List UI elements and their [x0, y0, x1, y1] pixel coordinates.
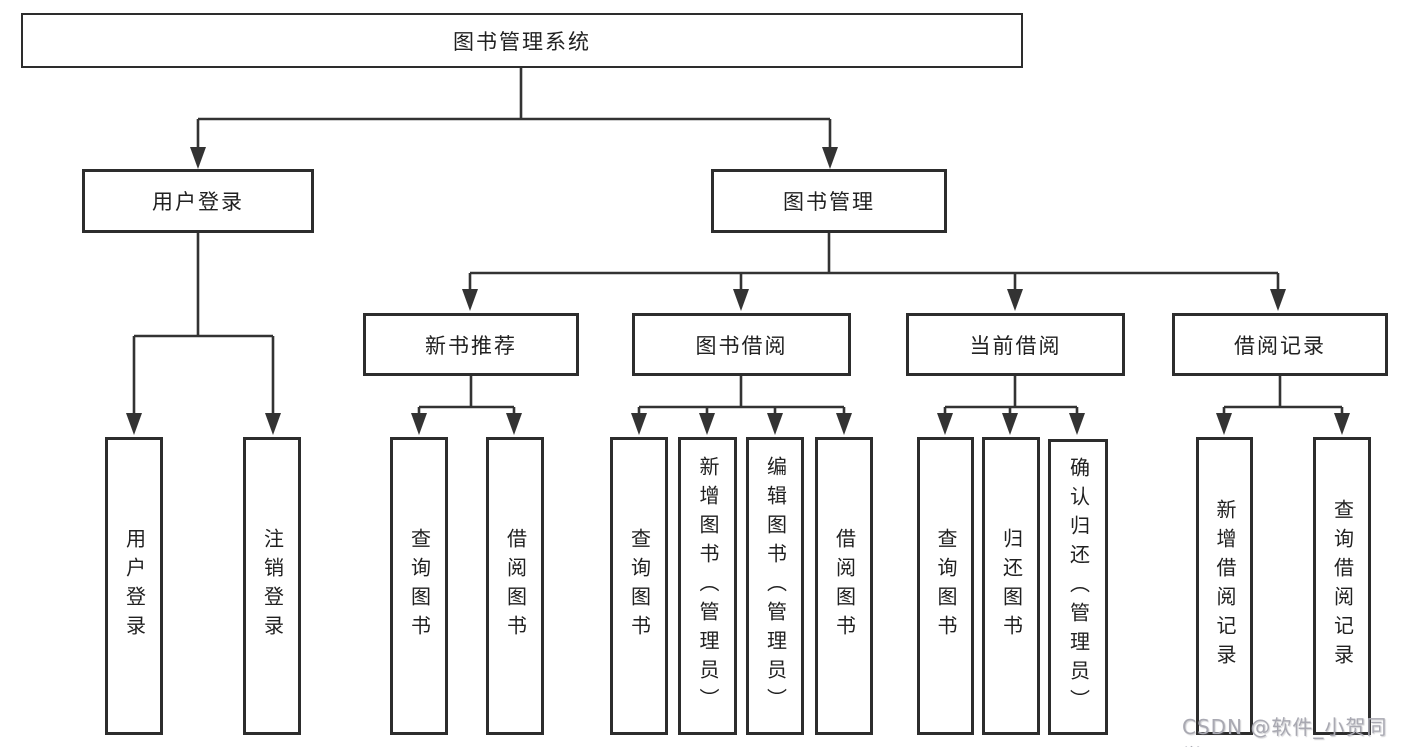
leaf-query-books-2: 查询图书 — [610, 437, 668, 735]
leaf-edit-books-admin-label: 编辑图书（管理员） — [763, 455, 788, 717]
leaf-query-books-1: 查询图书 — [390, 437, 448, 735]
leaf-edit-books-admin: 编辑图书（管理员） — [746, 437, 804, 735]
node-borrow-records-label: 借阅记录 — [1234, 333, 1326, 358]
leaf-query-books-1-label: 查询图书 — [407, 528, 432, 644]
node-root-label: 图书管理系统 — [453, 29, 591, 54]
leaf-user-login: 用户登录 — [105, 437, 163, 735]
leaf-logout-label: 注销登录 — [260, 528, 285, 644]
user-login-branch-connector — [126, 233, 281, 435]
book-borrow-split-connector — [631, 376, 852, 435]
leaf-borrow-books-1-label: 借阅图书 — [503, 528, 528, 644]
root-to-level2-connector — [190, 68, 838, 169]
node-new-books-label: 新书推荐 — [425, 333, 517, 358]
node-book-management-label: 图书管理 — [783, 190, 875, 214]
leaf-query-borrow-record-label: 查询借阅记录 — [1330, 499, 1355, 673]
leaf-query-books-2-label: 查询图书 — [627, 528, 652, 644]
node-book-borrow-label: 图书借阅 — [695, 333, 788, 358]
node-book-borrow: 图书借阅 — [632, 313, 851, 376]
leaf-confirm-return-admin-label: 确认归还（管理员） — [1066, 456, 1091, 718]
leaf-query-borrow-record: 查询借阅记录 — [1313, 437, 1371, 735]
leaf-add-borrow-record: 新增借阅记录 — [1196, 437, 1253, 735]
leaf-query-books-3-label: 查询图书 — [934, 528, 958, 644]
node-current-borrow-label: 当前借阅 — [969, 333, 1062, 358]
node-new-books: 新书推荐 — [363, 313, 579, 376]
leaf-add-books-admin: 新增图书（管理员） — [678, 437, 737, 735]
node-user-login-label: 用户登录 — [152, 190, 244, 214]
node-current-borrow: 当前借阅 — [906, 313, 1125, 376]
node-user-login: 用户登录 — [82, 169, 314, 233]
book-management-branch-connector — [462, 233, 1286, 311]
leaf-return-books-label: 归还图书 — [999, 528, 1024, 644]
node-root: 图书管理系统 — [21, 13, 1023, 68]
leaf-return-books: 归还图书 — [982, 437, 1040, 735]
leaf-user-login-label: 用户登录 — [122, 528, 147, 644]
current-borrow-split-connector — [937, 376, 1085, 435]
leaf-borrow-books-1: 借阅图书 — [486, 437, 544, 735]
leaf-query-books-3: 查询图书 — [917, 437, 974, 735]
leaf-borrow-books-2: 借阅图书 — [815, 437, 873, 735]
node-borrow-records: 借阅记录 — [1172, 313, 1388, 376]
leaf-borrow-books-2-label: 借阅图书 — [832, 528, 857, 644]
leaf-confirm-return-admin: 确认归还（管理员） — [1048, 439, 1108, 735]
leaf-add-borrow-record-label: 新增借阅记录 — [1213, 499, 1237, 673]
leaf-logout: 注销登录 — [243, 437, 301, 735]
node-book-management: 图书管理 — [711, 169, 947, 233]
leaf-add-books-admin-label: 新增图书（管理员） — [696, 455, 720, 717]
borrow-records-split-connector — [1216, 376, 1350, 435]
watermark: CSDN @软件_小贺同学 — [1182, 715, 1388, 747]
new-books-split-connector — [411, 376, 522, 435]
